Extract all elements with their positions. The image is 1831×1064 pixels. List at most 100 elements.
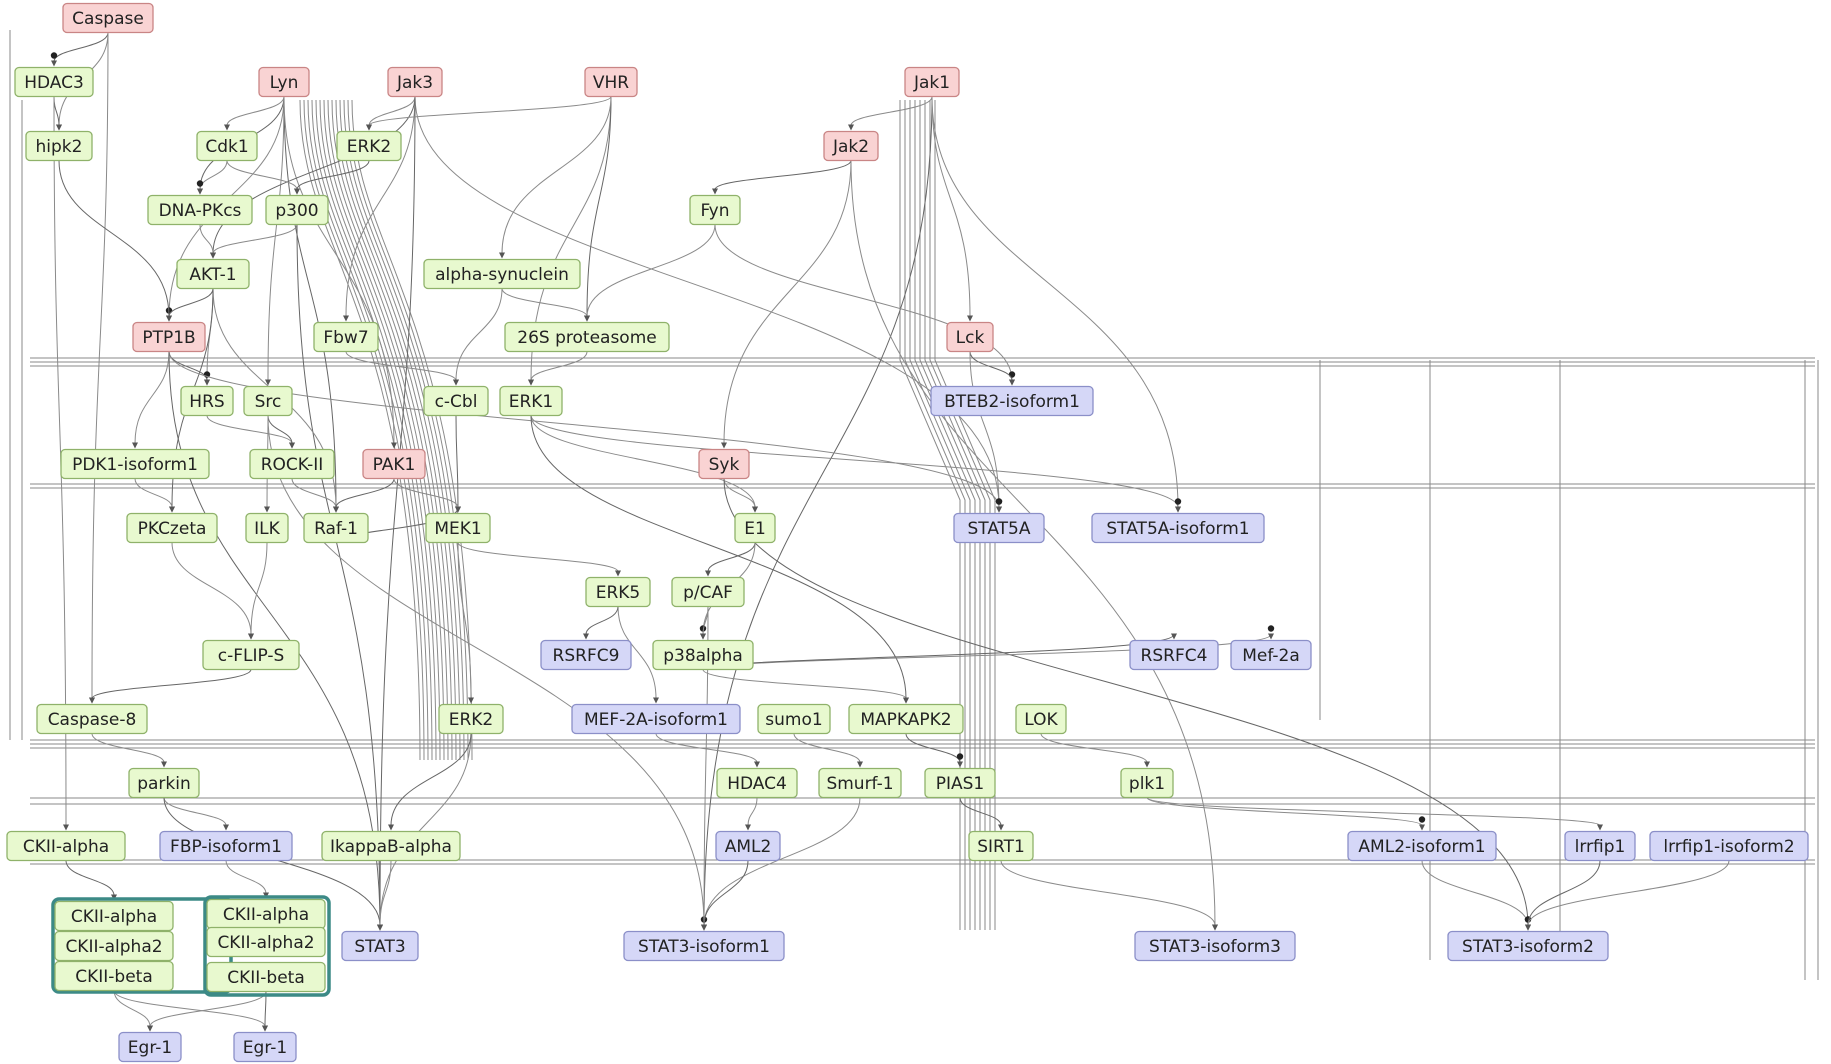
- arrowhead: [166, 315, 172, 322]
- node-label: PDK1-isoform1: [72, 455, 198, 475]
- node-mapkapk2[interactable]: MAPKAPK2: [848, 703, 964, 735]
- node-stat5a[interactable]: STAT5A: [953, 512, 1045, 544]
- node-stat3[interactable]: STAT3: [341, 930, 419, 962]
- node-stat5a_iso1[interactable]: STAT5A-isoform1: [1091, 512, 1265, 544]
- node-cdk1[interactable]: Cdk1: [196, 130, 258, 162]
- node-proteasome[interactable]: 26S proteasome: [504, 321, 670, 353]
- node-jak3[interactable]: Jak3: [387, 66, 443, 98]
- node-label: BTEB2-isoform1: [944, 392, 1080, 412]
- node-hdac3[interactable]: HDAC3: [14, 66, 94, 98]
- node-pdk1[interactable]: PDK1-isoform1: [60, 448, 210, 480]
- node-lrrfip1[interactable]: lrrfip1: [1564, 830, 1636, 862]
- node-label: ROCK-II: [261, 455, 324, 475]
- node-plk1[interactable]: plk1: [1120, 767, 1174, 799]
- node-pak1[interactable]: PAK1: [362, 448, 426, 480]
- node-hipk2[interactable]: hipk2: [25, 130, 93, 162]
- node-aml2[interactable]: AML2: [715, 830, 781, 862]
- node-bteb2[interactable]: BTEB2-isoform1: [930, 385, 1094, 417]
- node-lck[interactable]: Lck: [946, 321, 994, 353]
- node-pkczeta[interactable]: PKCzeta: [126, 512, 218, 544]
- node-label: HRS: [189, 392, 224, 412]
- node-c1_a2[interactable]: CKII-alpha2: [54, 930, 174, 962]
- node-parkin[interactable]: parkin: [128, 767, 200, 799]
- node-mef2a[interactable]: Mef-2a: [1230, 639, 1312, 671]
- ckii_complex_2[interactable]: [203, 895, 331, 997]
- node-rock2[interactable]: ROCK-II: [249, 448, 335, 480]
- node-vhr[interactable]: VHR: [584, 66, 638, 98]
- node-ckii_alpha_single[interactable]: CKII-alpha: [6, 830, 126, 862]
- edge-cdk1-dnapkcs: [199, 160, 228, 190]
- node-box: [715, 830, 781, 862]
- edge-pak1-raf1: [335, 478, 395, 508]
- arrowhead: [224, 124, 230, 131]
- node-label: Src: [255, 392, 282, 412]
- edge-erk5-mef2a_iso1: [617, 606, 657, 699]
- node-caspase[interactable]: Caspase: [62, 2, 154, 34]
- node-label: VHR: [593, 73, 629, 93]
- node-sumo1[interactable]: sumo1: [757, 703, 831, 735]
- edge-erk1-mapkapk2: [530, 415, 907, 699]
- node-hrs[interactable]: HRS: [180, 385, 234, 417]
- node-p300[interactable]: p300: [265, 194, 329, 226]
- node-fyn[interactable]: Fyn: [689, 194, 741, 226]
- node-egr1_b[interactable]: Egr-1: [233, 1031, 297, 1063]
- node-src[interactable]: Src: [243, 385, 293, 417]
- node-akt1[interactable]: AKT-1: [176, 258, 250, 290]
- node-c1_a[interactable]: CKII-alpha: [54, 900, 174, 932]
- node-e1[interactable]: E1: [734, 512, 776, 544]
- node-c2_a[interactable]: CKII-alpha: [206, 898, 326, 930]
- arrowhead: [161, 761, 167, 768]
- node-ikba[interactable]: IkappaB-alpha: [321, 830, 461, 862]
- routing-line: [351, 99, 473, 761]
- edge-lrrfip1-stat3_iso2: [1527, 860, 1601, 926]
- node-lok[interactable]: LOK: [1015, 703, 1067, 735]
- node-mek1[interactable]: MEK1: [425, 512, 491, 544]
- node-rsrfc4[interactable]: RSRFC4: [1129, 639, 1219, 671]
- node-ccbl[interactable]: c-Cbl: [423, 385, 489, 417]
- node-lrrfip1_iso2[interactable]: lrrfip1-isoform2: [1649, 830, 1809, 862]
- node-raf1[interactable]: Raf-1: [303, 512, 369, 544]
- node-erk5[interactable]: ERK5: [585, 576, 651, 608]
- node-stat3_iso3[interactable]: STAT3-isoform3: [1134, 930, 1296, 962]
- node-jak1[interactable]: Jak1: [904, 66, 960, 98]
- node-jak2[interactable]: Jak2: [823, 130, 879, 162]
- node-erk2_top[interactable]: ERK2: [336, 130, 402, 162]
- node-sirt1[interactable]: SIRT1: [968, 830, 1034, 862]
- node-erk2_mid[interactable]: ERK2: [438, 703, 504, 735]
- node-mef2a_iso1[interactable]: MEF-2A-isoform1: [571, 703, 741, 735]
- node-stat3_iso2[interactable]: STAT3-isoform2: [1447, 930, 1609, 962]
- node-asyn[interactable]: alpha-synuclein: [423, 258, 581, 290]
- node-box: [25, 130, 93, 162]
- node-caspase8[interactable]: Caspase-8: [36, 703, 148, 735]
- node-dnapkcs[interactable]: DNA-PKcs: [147, 194, 253, 226]
- edge-hipk2-ptp1b: [58, 160, 170, 317]
- node-cflips[interactable]: c-FLIP-S: [202, 639, 300, 671]
- node-aml2_iso1[interactable]: AML2-isoform1: [1347, 830, 1497, 862]
- node-fbw7[interactable]: Fbw7: [313, 321, 379, 353]
- node-fbp_iso1[interactable]: FBP-isoform1: [159, 830, 293, 862]
- node-pias1[interactable]: PIAS1: [924, 767, 996, 799]
- node-hdac4[interactable]: HDAC4: [716, 767, 798, 799]
- node-smurf1[interactable]: Smurf-1: [818, 767, 902, 799]
- node-syk[interactable]: Syk: [698, 448, 750, 480]
- node-pcaf[interactable]: p/CAF: [671, 576, 745, 608]
- node-c1_b[interactable]: CKII-beta: [54, 960, 174, 992]
- edge-e1-pcaf: [707, 542, 756, 572]
- node-p38alpha[interactable]: p38alpha: [652, 639, 754, 671]
- node-box: [930, 385, 1094, 417]
- node-erk1[interactable]: ERK1: [499, 385, 563, 417]
- node-c2_a2[interactable]: CKII-alpha2: [206, 926, 326, 958]
- node-stat3_iso1[interactable]: STAT3-isoform1: [623, 930, 785, 962]
- node-box: [504, 321, 670, 353]
- node-egr1_a[interactable]: Egr-1: [118, 1031, 182, 1063]
- edge-caspase8-parkin: [91, 733, 165, 763]
- node-ilk[interactable]: ILK: [245, 512, 289, 544]
- edge-junction-dot: [1418, 816, 1426, 823]
- node-c2_b[interactable]: CKII-beta: [206, 961, 326, 993]
- node-lyn[interactable]: Lyn: [258, 66, 310, 98]
- node-ptp1b[interactable]: PTP1B: [132, 321, 206, 353]
- routing-lines: [9, 30, 1819, 980]
- node-rsrfc9[interactable]: RSRFC9: [540, 639, 632, 671]
- node-label: AML2-isoform1: [1358, 837, 1485, 857]
- arrowhead: [248, 633, 254, 640]
